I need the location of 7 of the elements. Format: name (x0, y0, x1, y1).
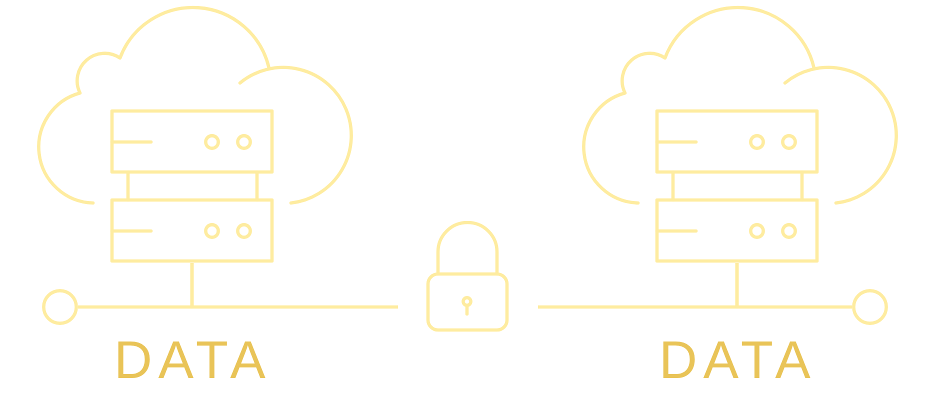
endpoint-circle (42, 289, 78, 325)
connector-line (735, 263, 852, 309)
endpoint-circle (852, 289, 888, 325)
data-caption: DATA (114, 334, 272, 387)
connector-line (190, 263, 398, 309)
data-caption: DATA (659, 334, 816, 387)
padlock-icon (426, 221, 510, 332)
